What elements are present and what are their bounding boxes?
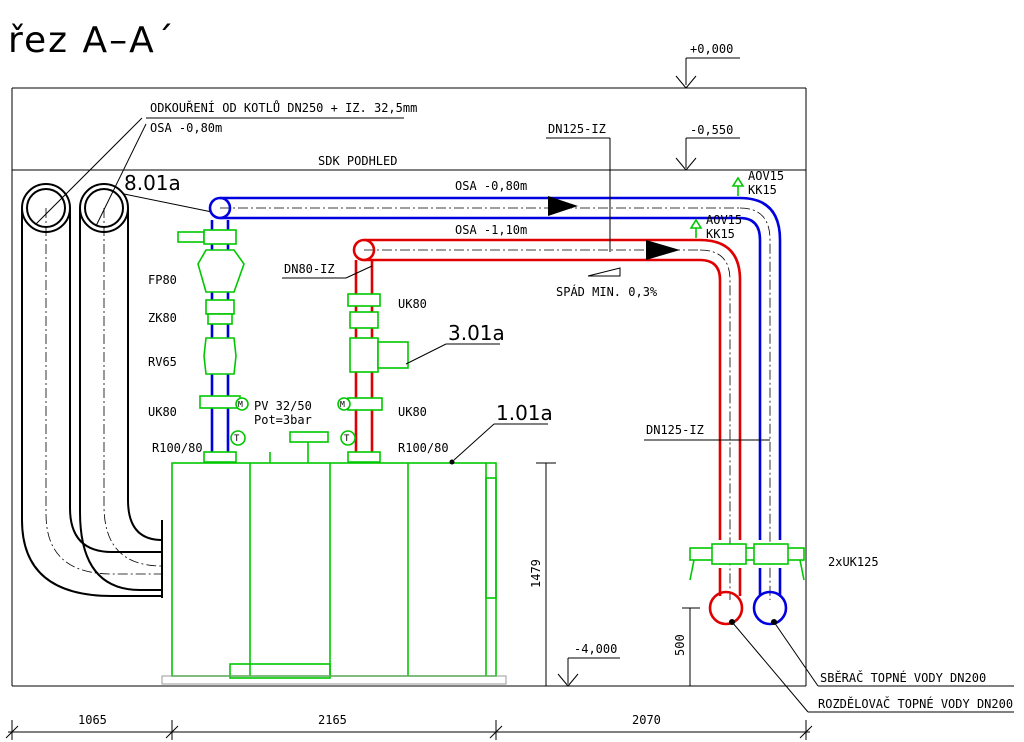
dn125-right-label: DN125-IZ: [646, 423, 704, 437]
distributor-label: ROZDĚLOVAČ TOPNÉ VODY DN200: [818, 696, 1013, 711]
uk80-right-top-label: UK80: [398, 297, 427, 311]
svg-text:M: M: [340, 400, 345, 409]
kk-2-label: KK15: [706, 227, 735, 241]
uk80-right-label: UK80: [398, 405, 427, 419]
return-pipe: [208, 196, 788, 626]
osa-blue-label: OSA -0,80m: [455, 179, 527, 193]
kk-1-label: KK15: [748, 183, 777, 197]
flue-pipes: [21, 117, 404, 598]
osa-red-label: OSA -1,10m: [455, 223, 527, 237]
fp80-label: FP80: [148, 273, 177, 287]
level-top: +0,000: [690, 42, 733, 56]
uk80-left-label: UK80: [148, 405, 177, 419]
ceiling-label: SDK PODHLED: [318, 154, 397, 168]
level-floor: -4,000: [574, 642, 617, 656]
collector-label: SBĚRAČ TOPNÉ VODY DN200: [820, 670, 986, 685]
svg-text:M: M: [238, 400, 243, 409]
flue-label: ODKOUŘENÍ OD KOTLŮ DN250 + IZ. 32,5mm: [150, 100, 417, 115]
svg-text:T: T: [344, 434, 350, 444]
uk125-valves: [689, 543, 805, 581]
pipe-top-label: DN125-IZ: [548, 122, 606, 136]
left-fittings: T M: [177, 229, 249, 463]
right-fittings: T M: [337, 293, 409, 463]
level-ceiling: -0,550: [690, 123, 733, 137]
bottom-dimension-line: [5, 720, 813, 740]
level-marker-top: +0,000: [675, 42, 740, 89]
ref-101a-leader: [453, 423, 495, 461]
level-marker-floor: -4,000: [557, 642, 620, 687]
r100-right-label: R100/80: [398, 441, 449, 455]
header-leaders: [729, 619, 1014, 713]
flow-arrow-return: [548, 196, 578, 216]
ref-101a: 1.01a: [496, 401, 553, 425]
rv65-label: RV65: [148, 355, 177, 369]
pv-label: PV 32/50: [254, 399, 312, 413]
ref-801a-leader: [123, 193, 213, 213]
dim-2070: 2070: [632, 713, 661, 727]
room-outline: [11, 87, 807, 687]
pot-label: Pot=3bar: [254, 413, 312, 427]
r100-left-label: R100/80: [152, 441, 203, 455]
air-vent-2: AOV15 KK15: [689, 213, 742, 241]
height-1479: 1479: [529, 559, 543, 588]
dim-2165: 2165: [318, 713, 347, 727]
slope-label: SPÁD MIN. 0,3%: [556, 284, 658, 299]
aov-1-label: AOV15: [748, 169, 784, 183]
flue-axis-label: OSA -0,80m: [150, 121, 222, 135]
ref-801a: 8.01a: [124, 171, 181, 195]
dn80-label: DN80-IZ: [284, 262, 335, 276]
height-dimension: [536, 462, 556, 687]
air-vent-1: AOV15 KK15: [731, 169, 784, 197]
dim-500: [682, 607, 700, 687]
flow-arrow-supply: [646, 240, 680, 260]
boiler: [161, 431, 507, 685]
dim-500-label: 500: [673, 634, 687, 656]
drawing-title: řez A–A´: [8, 20, 176, 61]
ref-301a: 3.01a: [448, 321, 505, 345]
uk125-label: 2xUK125: [828, 555, 879, 569]
dim-1065: 1065: [78, 713, 107, 727]
svg-text:T: T: [234, 434, 240, 444]
zk80-label: ZK80: [148, 311, 177, 325]
aov-2-label: AOV15: [706, 213, 742, 227]
level-marker-ceiling: -0,550: [675, 123, 740, 171]
